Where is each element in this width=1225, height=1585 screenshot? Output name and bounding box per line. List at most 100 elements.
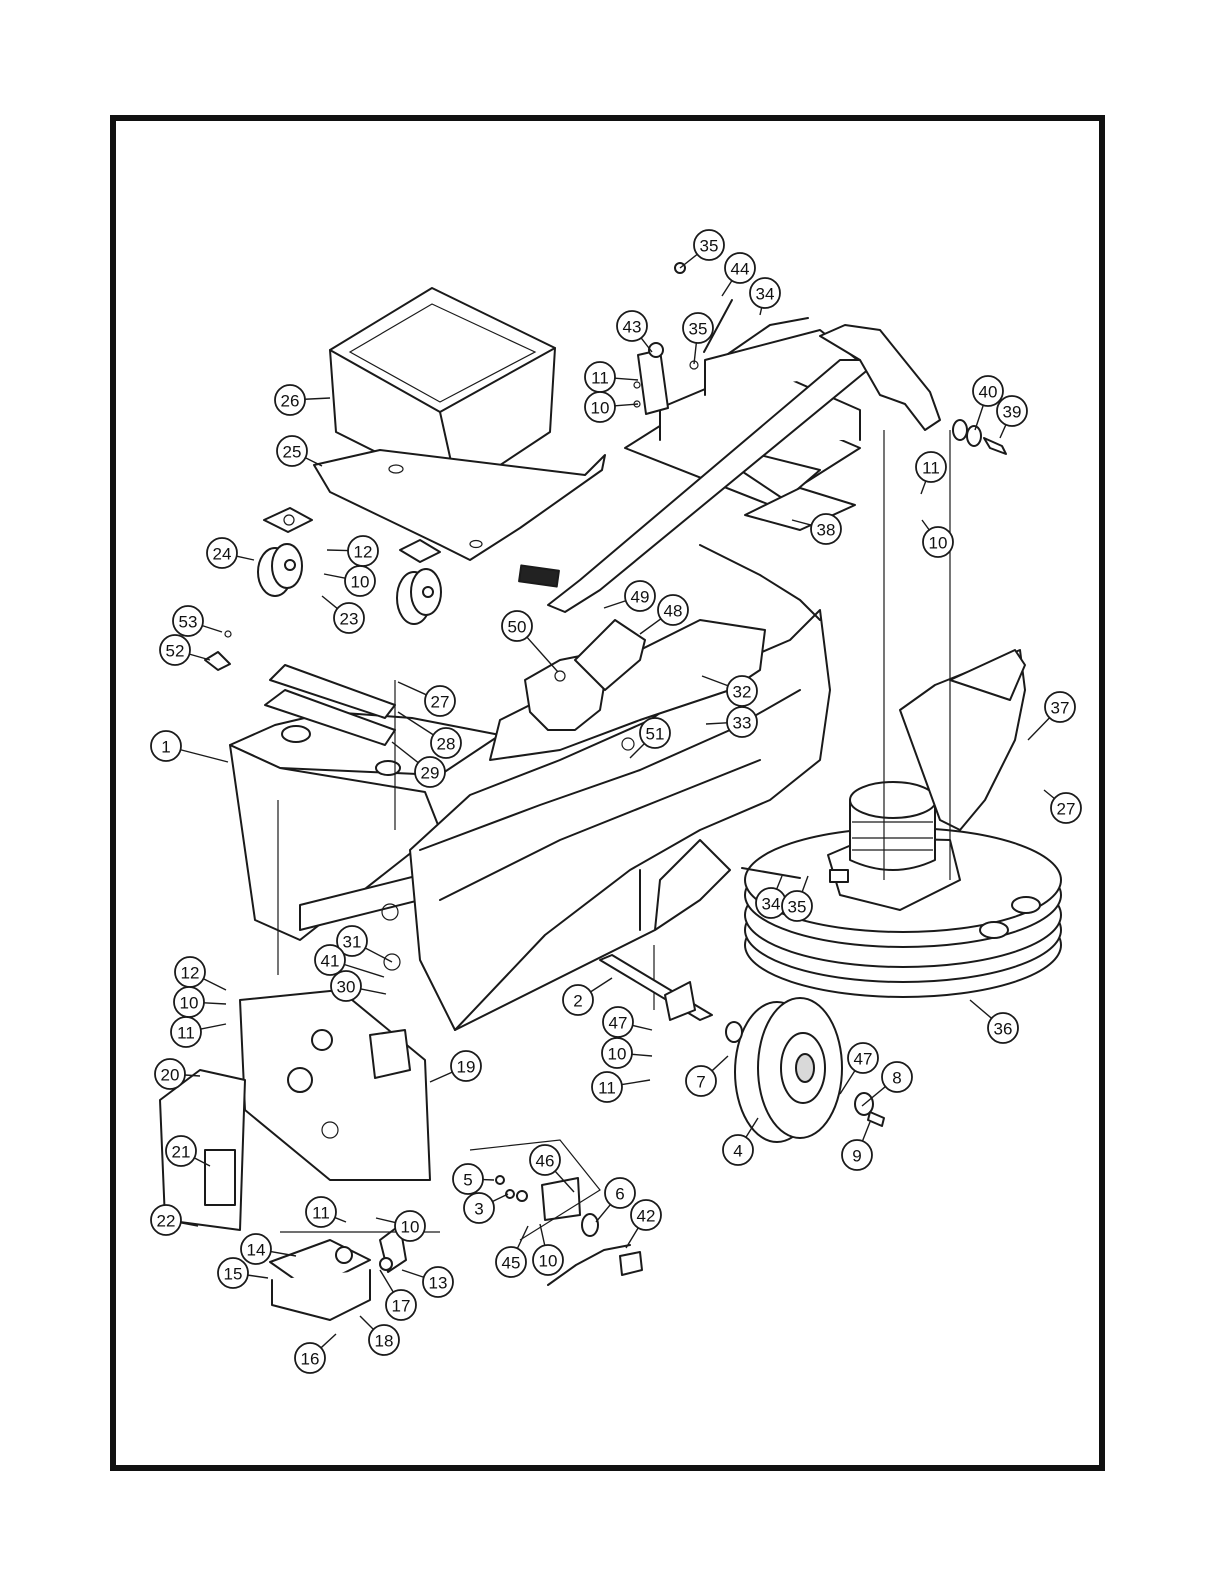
leader-line xyxy=(201,1024,226,1029)
callout-number: 11 xyxy=(922,459,940,478)
callout-number: 11 xyxy=(312,1204,330,1223)
callout-c1: 1 xyxy=(151,731,228,762)
leader-line xyxy=(327,550,348,551)
callout-c10d: 10 xyxy=(174,987,226,1017)
caster-wheel-left xyxy=(258,508,312,596)
callout-number: 52 xyxy=(166,642,185,661)
leader-line xyxy=(615,378,638,380)
callout-number: 47 xyxy=(854,1050,873,1069)
callout-number: 26 xyxy=(281,392,300,411)
washer-7 xyxy=(726,1022,742,1042)
callout-number: 8 xyxy=(892,1069,901,1088)
leader-line xyxy=(324,574,345,578)
callout-c12b: 12 xyxy=(175,957,226,990)
callout-number: 44 xyxy=(731,260,750,279)
callout-c36: 36 xyxy=(970,1000,1018,1043)
leader-line xyxy=(430,1072,452,1082)
callout-c27b: 27 xyxy=(1044,790,1081,823)
callout-number: 49 xyxy=(631,588,650,607)
callout-number: 50 xyxy=(508,618,527,637)
callout-number: 7 xyxy=(696,1073,705,1092)
caster-wheel-right xyxy=(397,540,441,624)
fitting-35-lower xyxy=(830,870,848,882)
leader-line xyxy=(398,682,426,695)
callout-c39: 39 xyxy=(997,396,1027,438)
callout-c42: 42 xyxy=(626,1200,661,1248)
callout-number: 33 xyxy=(733,714,752,733)
leader-line xyxy=(596,1205,610,1222)
callout-c26: 26 xyxy=(275,385,330,415)
leader-line xyxy=(970,1000,992,1018)
callout-c11b: 11 xyxy=(916,452,946,494)
callout-c27a: 27 xyxy=(398,682,455,716)
callout-c11a: 11 xyxy=(585,362,638,392)
leader-line xyxy=(517,1226,528,1248)
leader-line xyxy=(632,1054,652,1056)
callout-number: 10 xyxy=(180,994,199,1013)
leader-line xyxy=(402,1270,424,1277)
callout-number: 45 xyxy=(502,1254,521,1273)
callout-number: 5 xyxy=(463,1171,472,1190)
leader-line xyxy=(622,1080,650,1085)
leader-line xyxy=(361,989,386,994)
leader-line xyxy=(185,1075,200,1076)
leader-line xyxy=(305,398,330,399)
leader-line xyxy=(202,626,222,632)
callout-number: 41 xyxy=(321,952,340,971)
callout-c9: 9 xyxy=(842,1122,872,1170)
callout-c43: 43 xyxy=(617,311,652,352)
callout-number: 37 xyxy=(1051,699,1070,718)
callout-number: 11 xyxy=(177,1024,195,1043)
callout-c10c: 10 xyxy=(324,566,375,596)
callout-number: 23 xyxy=(340,610,359,629)
callout-c11c: 11 xyxy=(171,1017,226,1047)
callout-c50: 50 xyxy=(502,611,558,672)
leader-line xyxy=(604,601,626,608)
callout-c11e: 11 xyxy=(306,1197,346,1227)
callout-number: 35 xyxy=(689,320,708,339)
callout-number: 51 xyxy=(646,725,665,744)
bolt-9 xyxy=(868,1112,884,1126)
callout-c11d: 11 xyxy=(592,1072,650,1102)
callout-c12a: 12 xyxy=(327,536,378,566)
callout-number: 48 xyxy=(664,602,683,621)
callout-number: 12 xyxy=(181,964,200,983)
callout-c10e: 10 xyxy=(602,1038,652,1068)
leader-line xyxy=(181,750,228,762)
leader-line xyxy=(248,1275,268,1278)
callout-c5: 5 xyxy=(453,1164,494,1194)
callout-number: 1 xyxy=(161,738,170,757)
callout-number: 16 xyxy=(301,1350,320,1369)
callout-number: 10 xyxy=(401,1218,420,1237)
leader-line xyxy=(335,1218,346,1222)
callout-number: 34 xyxy=(762,895,781,914)
callout-number: 29 xyxy=(421,764,440,783)
callout-number: 27 xyxy=(431,693,450,712)
callout-number: 10 xyxy=(929,534,948,553)
leader-line xyxy=(321,1334,336,1348)
callout-number: 25 xyxy=(283,443,302,462)
leader-line xyxy=(203,979,226,990)
leader-line xyxy=(237,556,254,560)
leader-line xyxy=(680,254,697,268)
callout-number: 43 xyxy=(623,318,642,337)
leader-line xyxy=(360,1316,373,1329)
callout-c53: 53 xyxy=(173,606,222,636)
callout-number: 4 xyxy=(733,1142,742,1161)
leader-line xyxy=(862,1122,870,1141)
rear-wheel xyxy=(735,998,842,1142)
handle-assembly xyxy=(519,325,940,612)
callout-number: 34 xyxy=(756,285,775,304)
callout-number: 22 xyxy=(157,1212,176,1231)
callout-number: 40 xyxy=(979,383,998,402)
callout-number: 12 xyxy=(354,543,373,562)
callout-c35a: 35 xyxy=(680,230,724,268)
callout-c37: 37 xyxy=(1028,692,1075,740)
callout-c25: 25 xyxy=(277,436,322,466)
callout-c45: 45 xyxy=(496,1226,528,1277)
leader-line xyxy=(540,1224,545,1245)
callout-c19: 19 xyxy=(430,1051,481,1082)
callout-number: 10 xyxy=(591,399,610,418)
callout-number: 14 xyxy=(247,1241,266,1260)
